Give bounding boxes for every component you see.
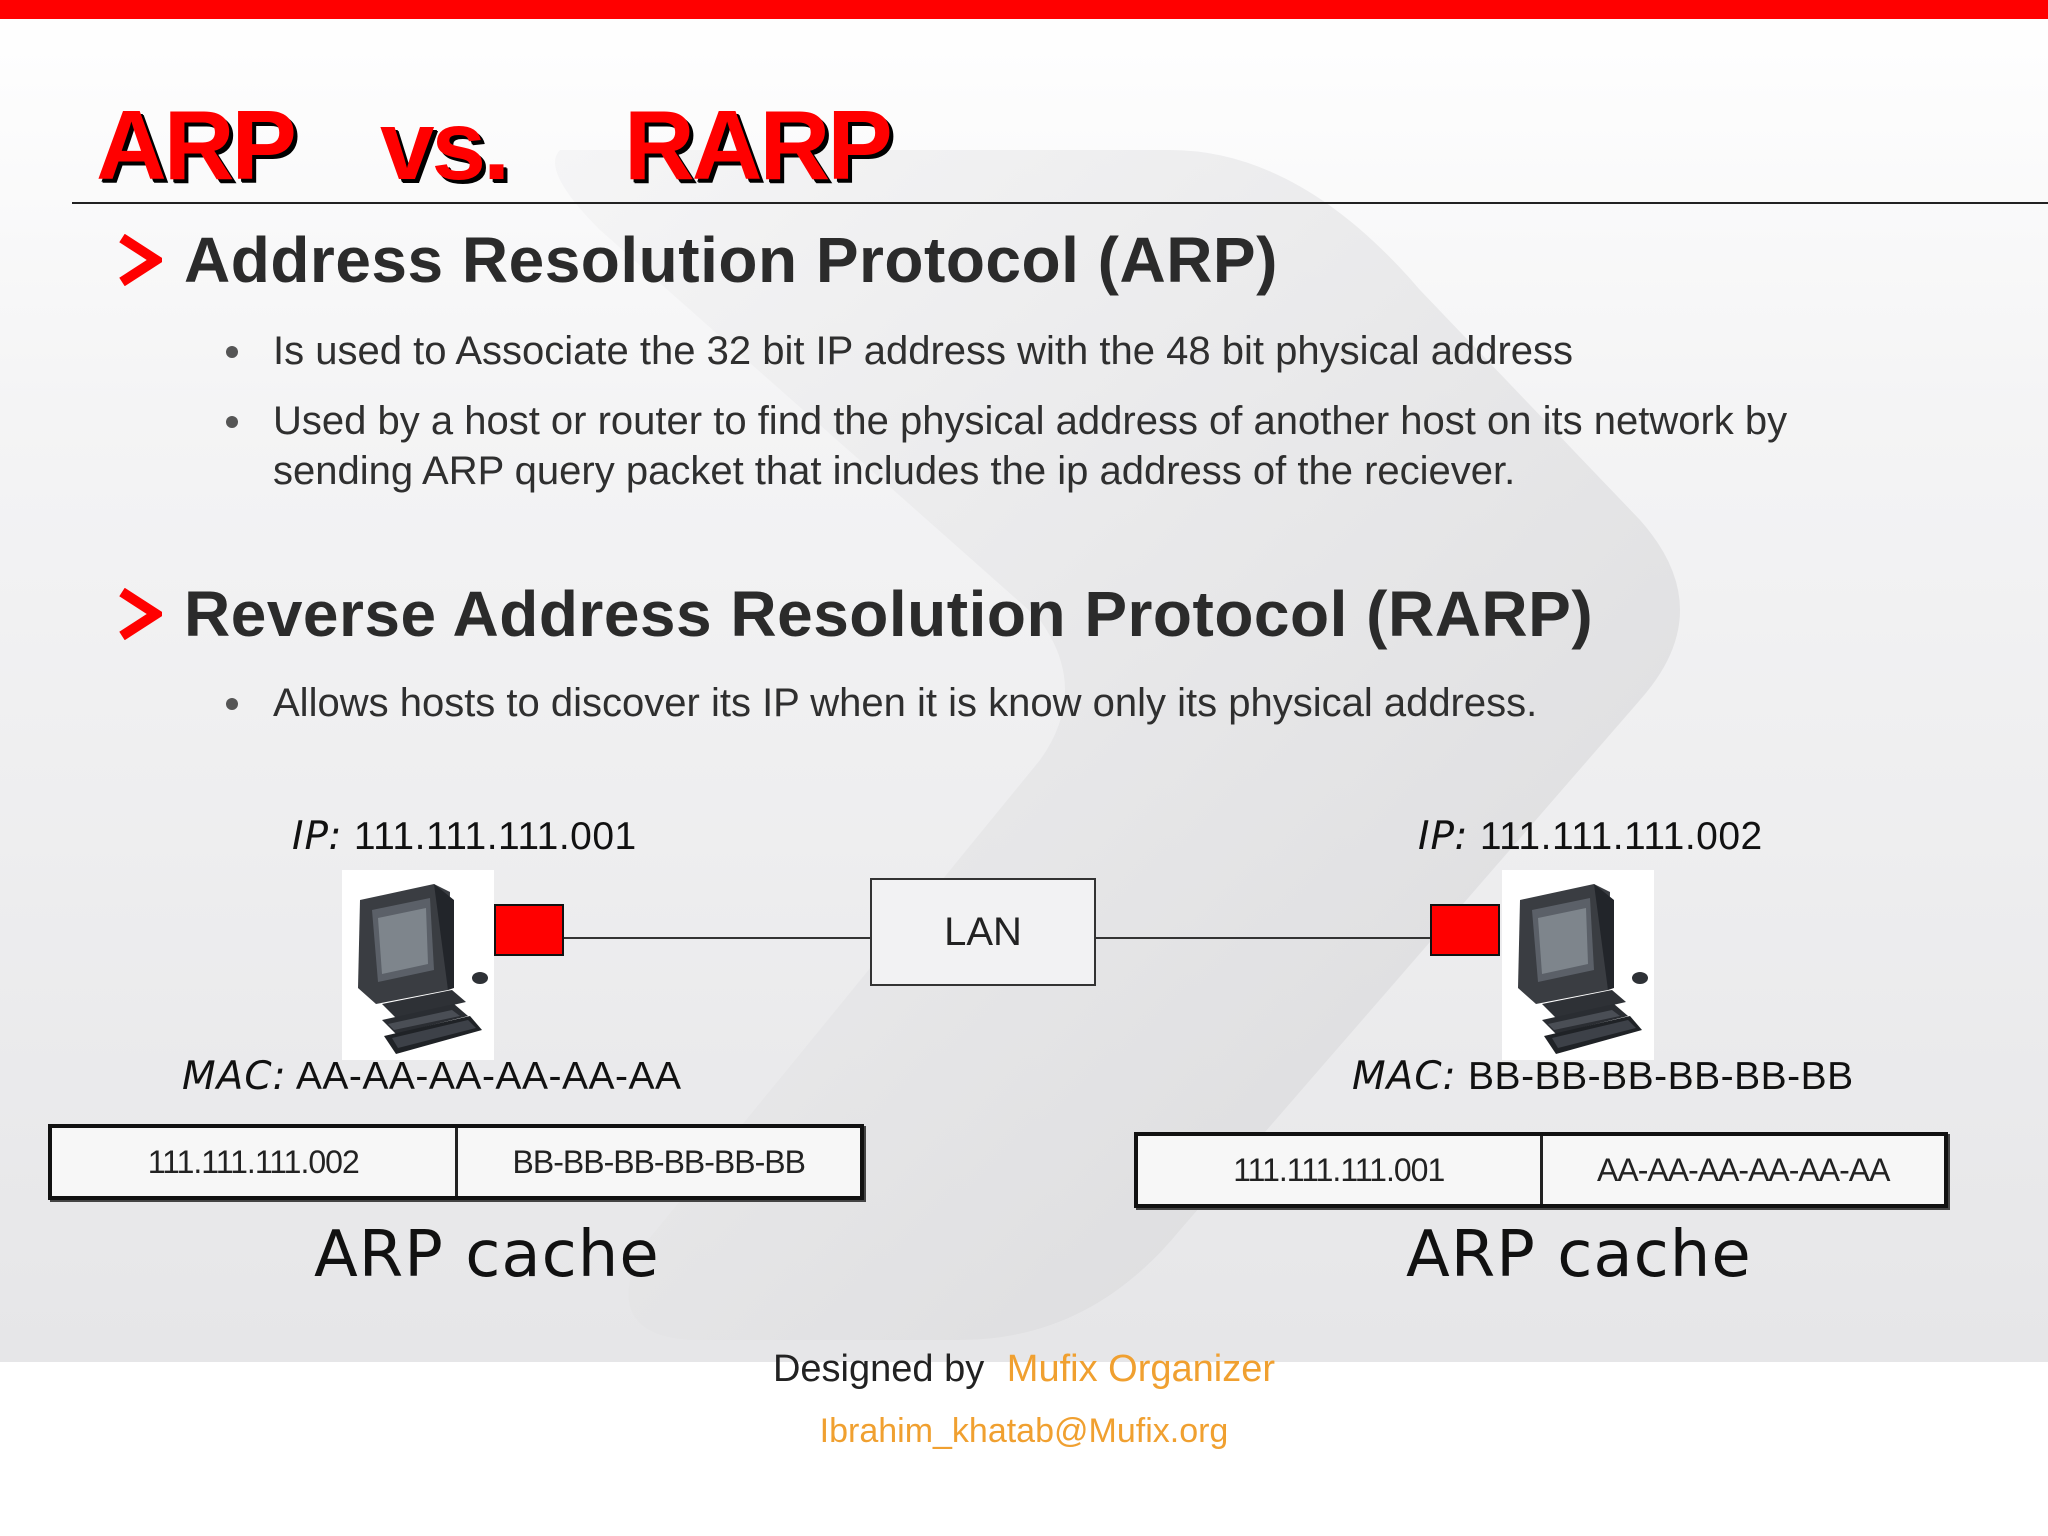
computer-icon (342, 870, 494, 1060)
cache-mac-cell: BB-BB-BB-BB-BB-BB (454, 1128, 861, 1196)
arp-cache-table-a: 111.111.111.002 BB-BB-BB-BB-BB-BB (48, 1124, 864, 1200)
top-accent-bar (0, 0, 2048, 19)
host-b-mac: BB-BB-BB-BB-BB-BB (1468, 1055, 1854, 1098)
host-a-ip: 111.111.111.001 (353, 815, 637, 858)
host-b-ip-label: IP: 111.111.111.002 (1418, 814, 1763, 859)
arp-cache-label-b: ARP cache (1406, 1218, 1752, 1292)
title-rarp: RARP (624, 90, 893, 200)
red-chevron-icon (119, 234, 162, 286)
link-line-a (564, 937, 870, 939)
bullet-text: Allows hosts to discover its IP when it … (273, 681, 1538, 725)
host-b-mac-label: MAC: BB-BB-BB-BB-BB-BB (1352, 1054, 1854, 1099)
lan-label: LAN (944, 909, 1022, 954)
title-vs: vs. (380, 90, 510, 200)
title-divider (72, 202, 2048, 204)
bullet-text: Used by a host or router to find the phy… (273, 399, 1788, 493)
bullet-text: Is used to Associate the 32 bit IP addre… (273, 329, 1574, 373)
ip-key: IP: (1418, 814, 1469, 859)
host-a-ip-label: IP: 111.111.111.001 (292, 814, 637, 859)
cache-ip-cell: 111.111.111.001 (1233, 1151, 1445, 1188)
organizer-name: Mufix Organizer (1006, 1348, 1275, 1390)
bullet-dot (226, 346, 238, 358)
arp-cache-table-b: 111.111.111.001 AA-AA-AA-AA-AA-AA (1134, 1132, 1948, 1208)
designed-by-text: Designed by (772, 1348, 985, 1390)
bullet-dot (226, 698, 238, 710)
arp-cache-label-a: ARP cache (314, 1218, 660, 1292)
cache-mac-cell: AA-AA-AA-AA-AA-AA (1539, 1136, 1945, 1204)
host-a-mac: AA-AA-AA-AA-AA-AA (295, 1055, 682, 1098)
mac-key: MAC: (182, 1054, 287, 1099)
section-heading-arp: Address Resolution Protocol (ARP) (184, 224, 1278, 296)
network-interface-a (494, 904, 564, 956)
host-a-mac-label: MAC: AA-AA-AA-AA-AA-AA (182, 1054, 681, 1099)
section-heading-rarp: Reverse Address Resolution Protocol (RAR… (184, 578, 1594, 650)
link-line-b (1096, 937, 1430, 939)
ip-key: IP: (292, 814, 343, 859)
footer-credit: Designed by Mufix Organizer (0, 1348, 2048, 1391)
bullet-dot (226, 416, 238, 428)
title-arp: ARP (96, 90, 297, 200)
mac-key: MAC: (1352, 1054, 1457, 1099)
background-chevron (555, 150, 1680, 1340)
network-interface-b (1430, 904, 1500, 956)
host-b-ip: 111.111.111.002 (1479, 815, 1763, 858)
lan-box: LAN (870, 878, 1096, 986)
cache-ip-cell: 111.111.111.002 (147, 1143, 360, 1180)
slide: ARP vs. RARP Address Resolution Protocol… (0, 0, 2048, 1362)
computer-icon (1502, 870, 1654, 1060)
footer-email[interactable]: Ibrahim_khatab@Mufix.org (819, 1412, 1229, 1450)
red-chevron-icon (119, 588, 162, 640)
